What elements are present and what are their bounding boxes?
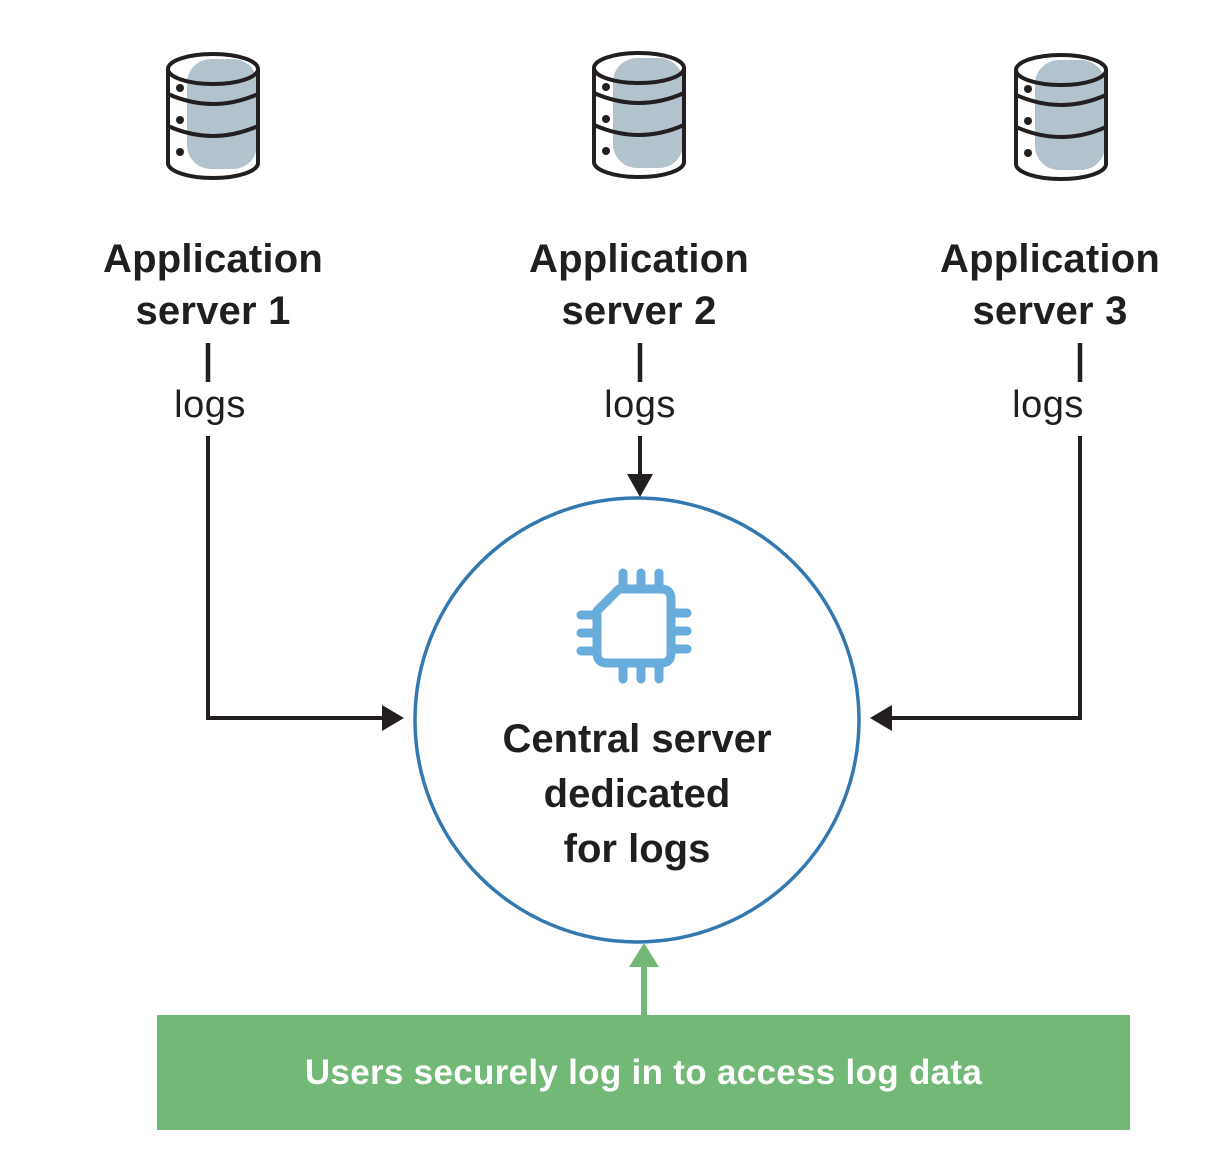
logs-label-2: logs — [604, 384, 676, 426]
server-label-1: Application server 1 — [103, 237, 323, 333]
arrowhead-right-icon — [382, 705, 404, 731]
database-icon — [166, 52, 260, 180]
arrowhead-left-icon — [870, 705, 892, 731]
central-server-label: Central server dedicated for logs — [427, 712, 847, 877]
cpu-chip-icon — [576, 568, 692, 684]
database-icon — [1014, 53, 1108, 181]
users-access-banner: Users securely log in to access log data — [157, 1015, 1130, 1130]
server-label-2: Application server 2 — [529, 237, 749, 333]
database-icon — [592, 51, 686, 179]
connector-line-1 — [206, 436, 382, 720]
central-server-label-line2: dedicated — [543, 772, 731, 816]
server-label-3: Application server 3 — [940, 237, 1160, 333]
central-server-circle — [413, 496, 861, 944]
logs-label-1: logs — [174, 384, 246, 426]
connector-line-3 — [892, 436, 1082, 720]
logs-label-3: logs — [1012, 384, 1084, 426]
central-server-label-line3: for logs — [563, 827, 711, 871]
arrowhead-down-icon — [627, 474, 653, 497]
users-access-banner-text: Users securely log in to access log data — [304, 1052, 983, 1092]
central-server-label-line1: Central server — [502, 717, 772, 761]
green-arrowhead-up-icon — [629, 943, 659, 967]
